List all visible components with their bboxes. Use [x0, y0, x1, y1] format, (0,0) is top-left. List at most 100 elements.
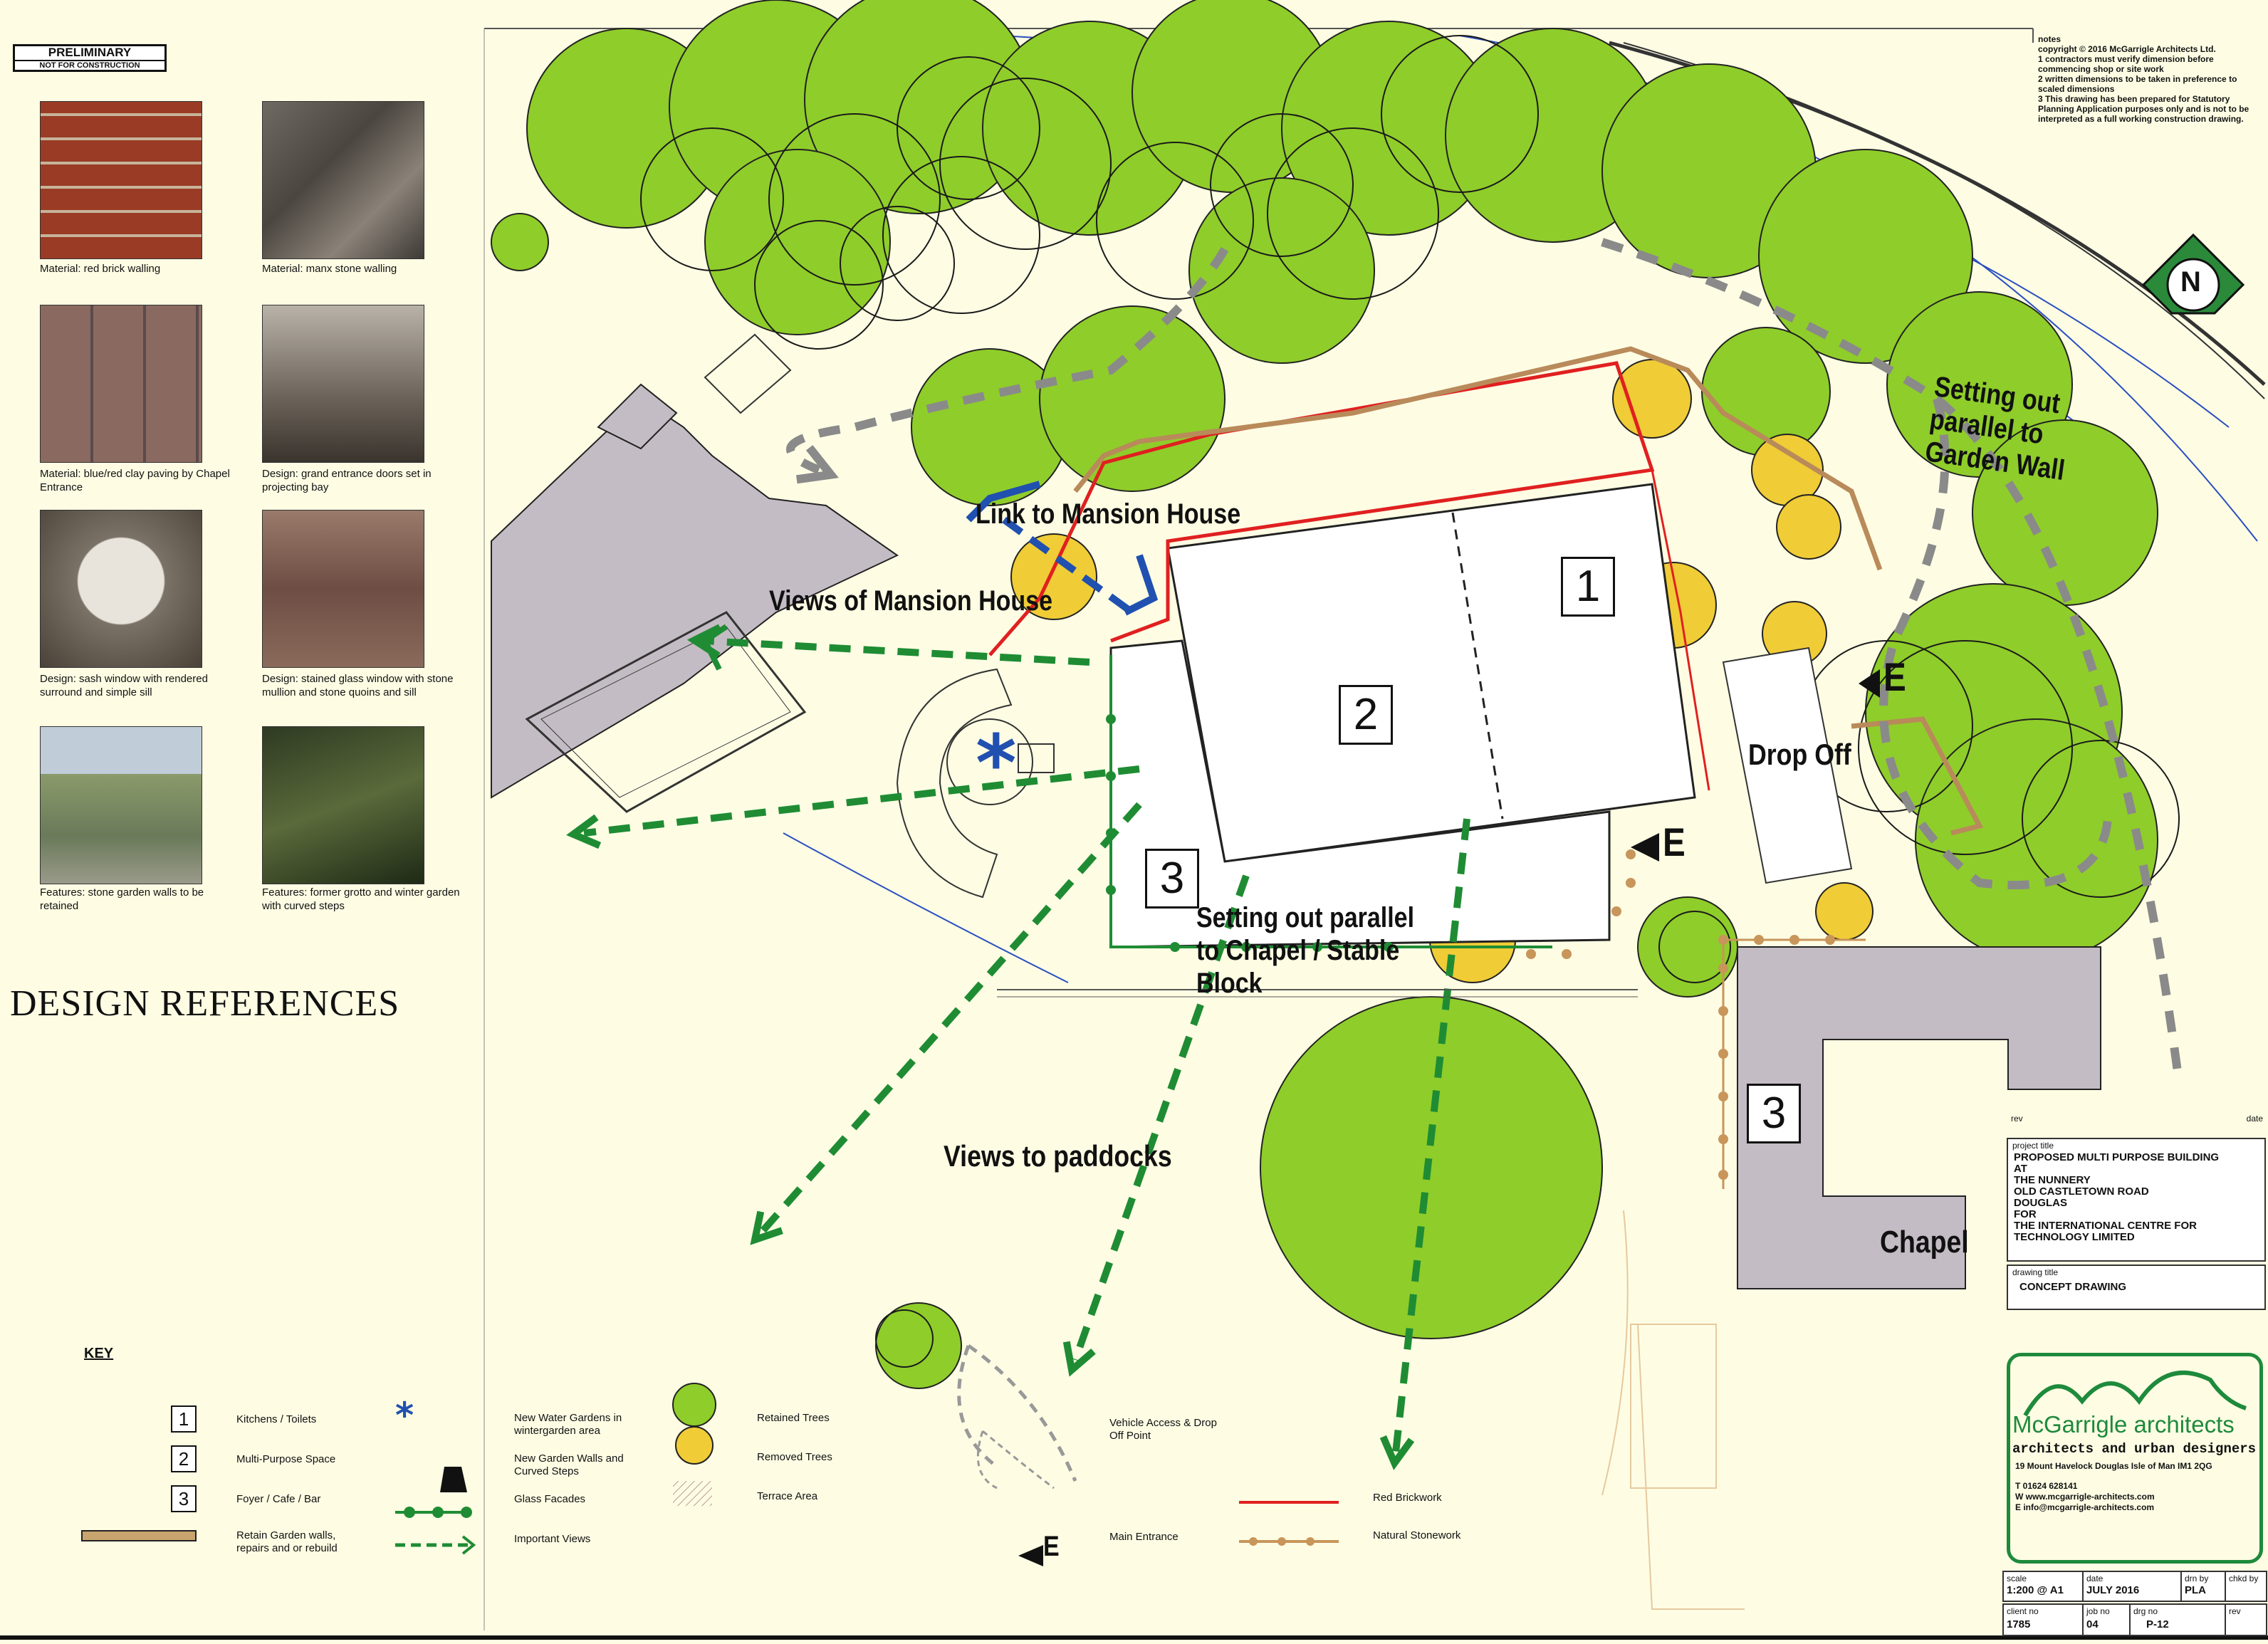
- drawn-by-value: PLA: [2185, 1584, 2206, 1596]
- caption-entrance-doors: Design: grand entrance doors set in proj…: [262, 468, 432, 493]
- zone-2-marker: 2: [1339, 685, 1393, 745]
- date-value: JULY 2016: [2086, 1584, 2140, 1596]
- preliminary-subtitle: NOT FOR CONSTRUCTION: [15, 59, 164, 70]
- project-line: THE NUNNERY: [2014, 1174, 2091, 1186]
- key-label: Red Brickwork: [1373, 1492, 1442, 1504]
- zone-1-marker: 1: [1561, 557, 1615, 617]
- notes-heading: notes: [2038, 34, 2061, 44]
- drawing-info-row: scale 1:200 @ A1 date JULY 2016 drn by P…: [2002, 1571, 2267, 1602]
- scale-heading: scale: [2007, 1574, 2027, 1583]
- project-title-box: project title PROPOSED MULTI PURPOSE BUI…: [2007, 1138, 2266, 1262]
- drawing-heading: drawing title: [2012, 1267, 2059, 1277]
- date-heading: date: [2246, 1114, 2263, 1124]
- key-label: Vehicle Access & Drop Off Point: [1109, 1417, 1217, 1442]
- notes-line: copyright © 2016 McGarrigle Architects L…: [2038, 44, 2216, 54]
- key-label: Multi-Purpose Space: [236, 1453, 336, 1465]
- job-heading: job no: [2086, 1606, 2110, 1616]
- caption-manx-stone: Material: manx stone walling: [262, 263, 397, 275]
- drawn-by-heading: drn by: [2185, 1574, 2209, 1583]
- firm-subtitle: architects and urban designers: [2012, 1441, 2257, 1457]
- key-title: KEY: [84, 1346, 114, 1361]
- key-label: Kitchens / Toilets: [236, 1413, 317, 1425]
- project-line: PROPOSED MULTI PURPOSE BUILDING: [2014, 1151, 2220, 1163]
- key-label: Retain Garden walls, repairs and or rebu…: [236, 1529, 338, 1554]
- project-line: OLD CASTLETOWN ROAD: [2014, 1185, 2149, 1198]
- firm-block: McGarrigle architects architects and urb…: [2007, 1353, 2263, 1564]
- photo-red-brick: [40, 101, 202, 259]
- key-label: Natural Stonework: [1373, 1529, 1461, 1541]
- job-value: 04: [2086, 1618, 2099, 1630]
- photo-clay-paving: [40, 305, 202, 463]
- project-line: DOUGLAS: [2014, 1197, 2067, 1209]
- client-heading: client no: [2007, 1606, 2039, 1616]
- notes-line: 3 This drawing has been prepared for Sta…: [2038, 94, 2249, 124]
- north-arrow-label: N: [2180, 266, 2201, 298]
- drawing-number-row: client no 1785 job no 04 drg no P-12 rev: [2002, 1603, 2267, 1636]
- project-line: AT: [2014, 1163, 2027, 1175]
- photo-grotto: [262, 726, 424, 884]
- firm-email: E info@mcgarrigle-architects.com: [2015, 1502, 2155, 1512]
- notes: notes copyright © 2016 McGarrigle Archit…: [2038, 34, 2252, 124]
- drawing-title: CONCEPT DRAWING: [2019, 1281, 2126, 1293]
- key-box-1: 1: [171, 1405, 197, 1433]
- drawing-no-heading: drg no: [2133, 1606, 2158, 1616]
- rev-heading: rev: [2229, 1606, 2241, 1616]
- main-entrance-marker: E: [1663, 820, 1686, 864]
- key-label: New Water Gardens in wintergarden area: [514, 1412, 622, 1437]
- svg-text:*: *: [395, 1395, 414, 1436]
- photo-entrance-doors: [262, 305, 424, 463]
- key-label: Terrace Area: [757, 1490, 818, 1502]
- project-line: FOR: [2014, 1208, 2037, 1220]
- caption-red-brick: Material: red brick walling: [40, 263, 161, 275]
- label-views-paddocks: Views to paddocks: [944, 1139, 1172, 1173]
- firm-phone: T 01624 628141: [2015, 1481, 2078, 1491]
- key-label: Removed Trees: [757, 1451, 832, 1463]
- label-link-mansion: Link to Mansion House: [976, 498, 1241, 530]
- key-label: Glass Facades: [514, 1493, 586, 1505]
- caption-clay-paving: Material: blue/red clay paving by Chapel…: [40, 468, 230, 493]
- revision-box: rev date: [2008, 1111, 2267, 1139]
- caption-grotto: Features: former grotto and winter garde…: [262, 886, 460, 912]
- firm-website: W www.mcgarrigle-architects.com: [2015, 1492, 2155, 1502]
- photo-manx-stone: [262, 101, 424, 259]
- key-label: Important Views: [514, 1533, 591, 1545]
- notes-line: 2 written dimensions to be taken in pref…: [2038, 74, 2237, 94]
- photo-garden-walls: [40, 726, 202, 884]
- key-label: Foyer / Cafe / Bar: [236, 1493, 321, 1505]
- caption-garden-walls: Features: stone garden walls to be retai…: [40, 886, 204, 912]
- firm-name: McGarrigle architects: [2012, 1411, 2235, 1438]
- rev-heading: rev: [2011, 1114, 2023, 1124]
- drawing-title-box: drawing title CONCEPT DRAWING: [2007, 1265, 2266, 1310]
- key-label: New Garden Walls and Curved Steps: [514, 1452, 624, 1477]
- svg-text:*: *: [976, 718, 1017, 809]
- label-chapel: Chapel: [1880, 1225, 1969, 1260]
- client-value: 1785: [2007, 1618, 2031, 1630]
- project-line: TECHNOLOGY LIMITED: [2014, 1231, 2135, 1243]
- checked-by-heading: chkd by: [2229, 1574, 2259, 1583]
- project-heading: project title: [2012, 1141, 2054, 1151]
- preliminary-stamp: PRELIMINARY NOT FOR CONSTRUCTION: [13, 44, 167, 72]
- notes-line: 1 contractors must verify dimension befo…: [2038, 54, 2214, 74]
- main-entrance-marker: E: [1883, 654, 1906, 699]
- photo-sash-window: [40, 510, 202, 668]
- key-entrance-marker: E: [1043, 1531, 1060, 1562]
- firm-logo: [2007, 1353, 2263, 1564]
- design-references-title: DESIGN REFERENCES: [10, 983, 400, 1024]
- label-setting-out-chapel: Setting out parallel to Chapel / Stable …: [1196, 902, 1415, 999]
- photo-stained-glass: [262, 510, 424, 668]
- zone-3-marker: 3: [1145, 849, 1199, 909]
- label-views-mansion: Views of Mansion House: [769, 585, 1053, 617]
- key-label: Retained Trees: [757, 1412, 830, 1424]
- firm-logo-mark: [2023, 1371, 2247, 1417]
- scale-value: 1:200 @ A1: [2007, 1584, 2064, 1596]
- date-heading: date: [2086, 1574, 2104, 1583]
- preliminary-title: PRELIMINARY: [48, 46, 132, 59]
- firm-address: 19 Mount Havelock Douglas Isle of Man IM…: [2015, 1461, 2212, 1471]
- key-box-3: 3: [171, 1485, 197, 1512]
- caption-stained-glass: Design: stained glass window with stone …: [262, 673, 454, 698]
- project-line: THE INTERNATIONAL CENTRE FOR: [2014, 1220, 2197, 1232]
- drawing-no-value: P-12: [2146, 1618, 2169, 1630]
- caption-sash-window: Design: sash window with rendered surrou…: [40, 673, 208, 698]
- key-box-2: 2: [171, 1445, 197, 1472]
